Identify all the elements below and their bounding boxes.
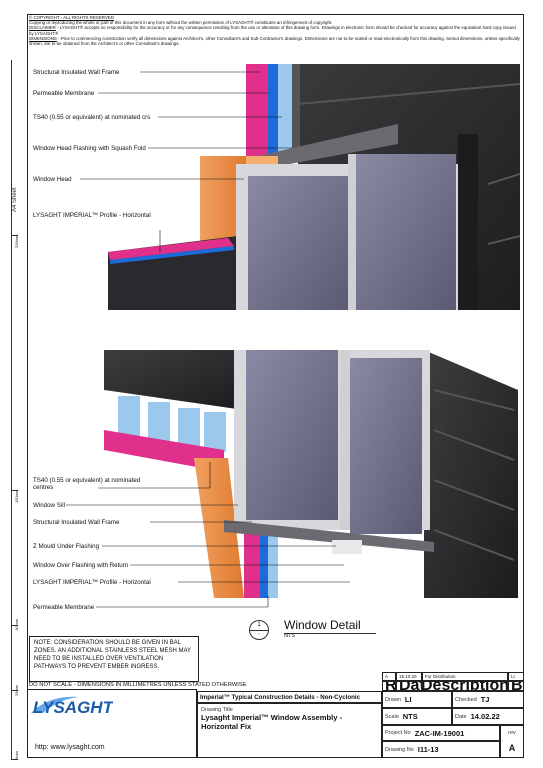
detail-scale: NTS xyxy=(284,633,295,639)
ruler-mark-0: 0mm xyxy=(14,751,19,760)
series-title: Imperial™ Typical Construction Details -… xyxy=(197,691,382,703)
sill-leader-lines xyxy=(66,462,350,608)
lysaght-logo: LYSAGHT xyxy=(29,691,115,723)
logo-area xyxy=(27,689,197,758)
copyright-notes: © COPYRIGHT - ALL RIGHTS RESERVED Copyin… xyxy=(29,15,521,46)
detail-title: Window Detail xyxy=(284,618,376,634)
svg-text:LYSAGHT: LYSAGHT xyxy=(33,698,113,717)
bal-note: NOTE: CONSIDERATION SHOULD BE GIVEN IN B… xyxy=(29,636,199,682)
copy-notice: Copying or reproducing the whole or part… xyxy=(29,20,333,26)
callout-z-mould: Z Mould Under Flashing xyxy=(33,543,100,550)
callout-imperial-profile-sill: LYSAGHT IMPERIAL™ Profile - Horizontal xyxy=(33,579,151,586)
window-head-illustration xyxy=(108,64,520,310)
revision-header-row: Rev Date Description By xyxy=(382,681,524,691)
callout-permeable-membrane-sill: Permeable Membrane xyxy=(33,604,95,611)
callout-structural-frame-sill: Structural Insulated Wall Frame xyxy=(33,519,120,526)
drawing-title-cell: Drawing Title Lysaght Imperial™ Window A… xyxy=(197,703,382,758)
disclaimer: DISCLAIMER - LYSAGHT® accepts no respons… xyxy=(29,25,516,36)
website-link[interactable]: http: www.lysaght.com xyxy=(35,744,105,751)
drawing-title: Lysaght Imperial™ Window Assembly - Hori… xyxy=(201,713,343,731)
window-sill-illustration xyxy=(104,350,518,598)
callout-permeable-membrane-head: Permeable Membrane xyxy=(33,90,95,97)
callout-ts40-sill: TS40 (0.55 or equivalent) at nominated c… xyxy=(33,477,141,491)
callout-window-sill: Window Sill xyxy=(33,502,65,509)
do-not-scale-note: DO NOT SCALE - DIMENSIONS IN MILLIMETRES… xyxy=(29,682,247,688)
head-leader-lines xyxy=(80,71,292,252)
callout-imperial-profile-head: LYSAGHT IMPERIAL™ Profile - Horizontal xyxy=(33,212,151,219)
callout-head-flashing: Window Head Flashing with Squash Fold xyxy=(33,145,146,152)
dimensions-note: DIMENSIONS - Prior to commencing constru… xyxy=(29,35,520,47)
callout-over-flashing: Window Over Flashing with Return xyxy=(33,562,129,569)
callout-structural-frame-head: Structural Insulated Wall Frame xyxy=(33,69,120,76)
rev-cell: rev A xyxy=(500,725,524,758)
revision-entry-row: A 15.10.20 For Distribution LI xyxy=(382,672,524,681)
callout-ts40-head: TS40 (0.55 or equivalent) at nominated c… xyxy=(33,114,151,121)
ruler-mark-25: 25mm xyxy=(14,684,19,696)
scale-ruler xyxy=(11,60,19,760)
detail-marker: 1 - xyxy=(249,620,269,640)
copyright-heading: © COPYRIGHT - ALL RIGHTS RESERVED xyxy=(29,15,114,20)
callout-window-head: Window Head xyxy=(33,176,72,183)
